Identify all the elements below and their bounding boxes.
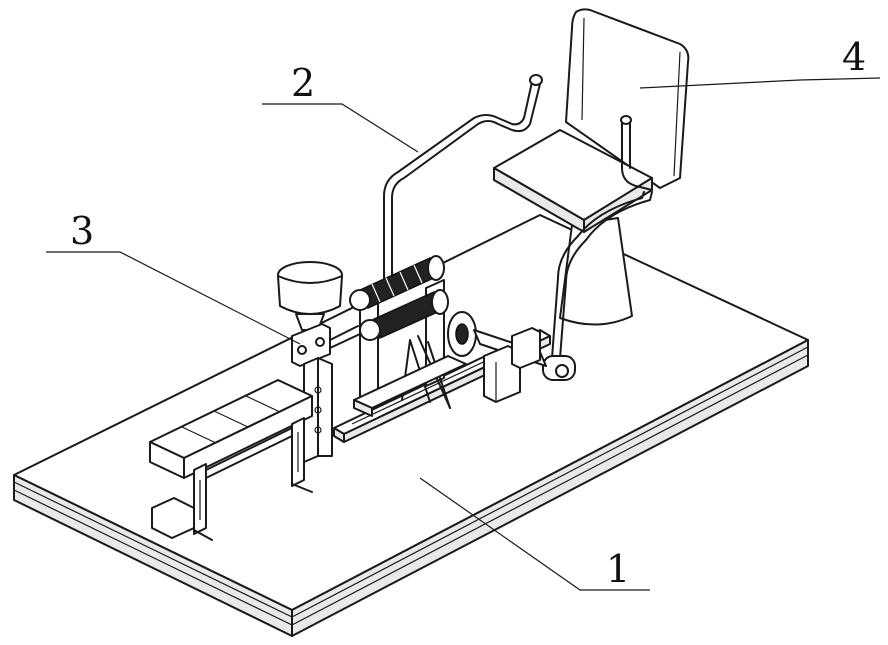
tray-rack [149, 379, 313, 541]
callout-2: 2 [291, 61, 315, 105]
feeder-assembly [277, 261, 361, 463]
drive-mechanism [349, 255, 547, 417]
callout-4: 4 [842, 35, 866, 79]
seat-assembly [493, 8, 690, 381]
callout-3: 3 [70, 209, 94, 253]
callout-1: 1 [606, 547, 630, 591]
leader-lines [46, 77, 881, 591]
handle-bar [383, 74, 543, 281]
